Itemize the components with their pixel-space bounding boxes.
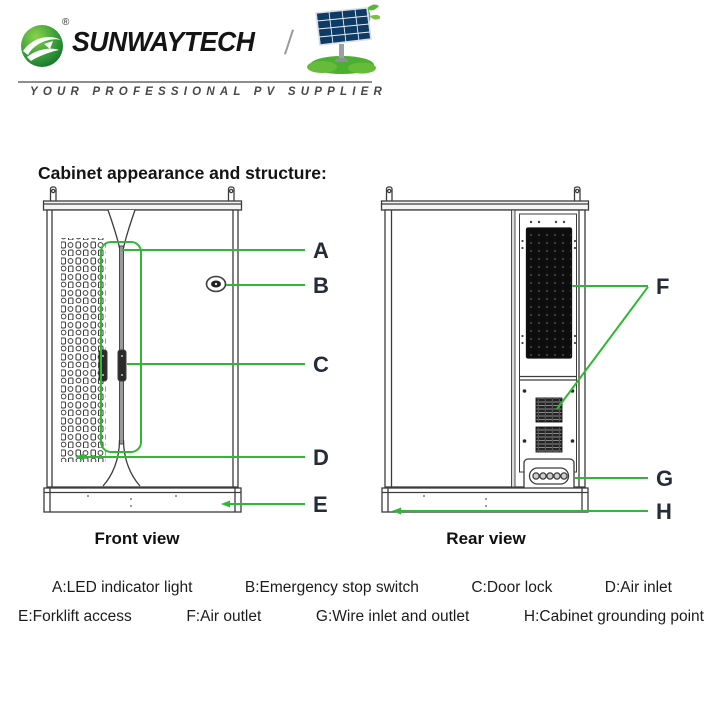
brand-wordmark: SUNWAYTECH	[72, 26, 255, 57]
callout-letter-a: A	[313, 238, 329, 263]
page-title: Cabinet appearance and structure:	[38, 163, 327, 183]
brand-globe-icon	[21, 25, 63, 67]
legend-item-g: G:Wire inlet and outlet	[315, 608, 470, 625]
arrowhead-d	[75, 453, 84, 461]
air-outlet-vent-small-lower	[535, 426, 563, 453]
air-outlet-vent-small-upper	[535, 397, 563, 423]
cabinet-diagram: A B C D E F G H Front view Rear view	[42, 186, 673, 548]
callout-letter-d: D	[313, 445, 329, 470]
legend-row-2: E:Forklift access F:Air outlet G:Wire in…	[18, 608, 704, 626]
arrowhead-e	[221, 500, 230, 508]
solar-panel-icon	[307, 4, 380, 74]
brand-header: ® SUNWAYTECH YOUR PROFESSIONAL PV	[0, 0, 400, 110]
callout-letter-f: F	[656, 274, 669, 299]
front-view-caption: Front view	[94, 529, 180, 548]
rear-view-drawing	[380, 186, 590, 513]
lifting-eye-icon	[385, 186, 581, 203]
callout-line-f2	[556, 286, 649, 410]
callout-letter-c: C	[313, 352, 329, 377]
legend-item-f: F:Air outlet	[186, 608, 262, 625]
legend-item-d: D:Air inlet	[604, 579, 672, 596]
legend-row-1: A:LED indicator light B:Emergency stop s…	[52, 579, 672, 597]
emergency-stop-switch	[205, 275, 227, 293]
brand-tagline: YOUR PROFESSIONAL PV SUPPLIER	[30, 86, 387, 98]
lifting-eye-icon	[49, 186, 235, 203]
registered-trademark: ®	[62, 17, 70, 28]
led-indicator-highlight-box	[100, 241, 142, 453]
forklift-base	[43, 487, 242, 513]
air-outlet-vent-large	[525, 227, 573, 359]
callout-annotations	[75, 241, 649, 515]
wire-inlet-outlet-plate	[523, 458, 575, 494]
brand-underline	[18, 81, 372, 83]
panel-screws	[521, 220, 577, 345]
callout-letter-b: B	[313, 273, 329, 298]
callout-letter-h: H	[656, 499, 672, 524]
rear-base	[381, 487, 589, 513]
legend-item-h: H:Cabinet grounding point	[523, 608, 704, 625]
air-inlet-perforation	[61, 238, 106, 462]
rear-view-caption: Rear view	[446, 529, 526, 548]
brand-divider	[284, 29, 294, 55]
callout-letter-e: E	[313, 492, 328, 517]
legend-item-e: E:Forklift access	[18, 608, 132, 625]
legend-item-b: B:Emergency stop switch	[244, 579, 419, 596]
front-view-drawing	[42, 186, 243, 513]
callout-letter-g: G	[656, 466, 673, 491]
legend-item-c: C:Door lock	[471, 579, 553, 596]
legend-item-a: A:LED indicator light	[52, 579, 193, 596]
arrowhead-h	[392, 507, 401, 515]
